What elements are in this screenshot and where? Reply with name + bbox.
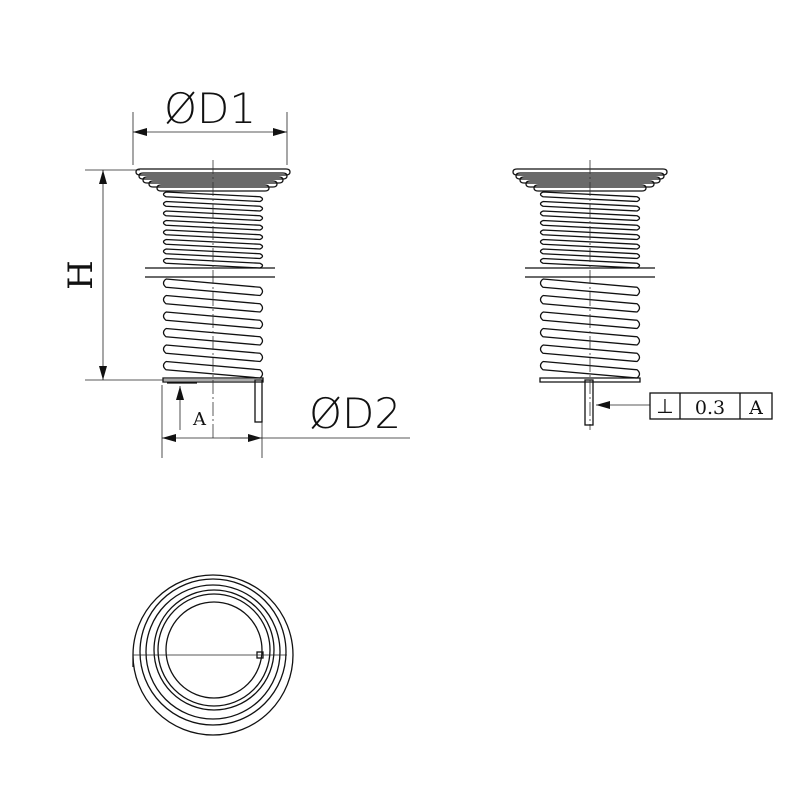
dimension-h: H [61, 169, 262, 381]
spring-tail [254, 379, 263, 423]
d2-label: ØD2 [309, 389, 401, 438]
dimension-d2: ØD2 [161, 385, 410, 458]
perpendicularity-symbol: ⊥ [656, 394, 673, 418]
datum-a: A [167, 382, 207, 430]
perpendicularity-frame: ⊥ 0.3 A [649, 392, 773, 420]
spring-coils [512, 168, 668, 383]
tolerance-datum: A [748, 397, 763, 419]
spring-tail [584, 379, 594, 426]
top-view-spring [132, 574, 294, 736]
datum-label: A [192, 409, 207, 430]
d1-label: ØD1 [164, 84, 256, 133]
front-view-spring [135, 160, 291, 440]
dimension-d1: ØD1 [132, 84, 288, 165]
h-label: H [61, 260, 101, 290]
tolerance-value: 0.3 [695, 397, 725, 419]
side-view-spring [512, 160, 668, 430]
